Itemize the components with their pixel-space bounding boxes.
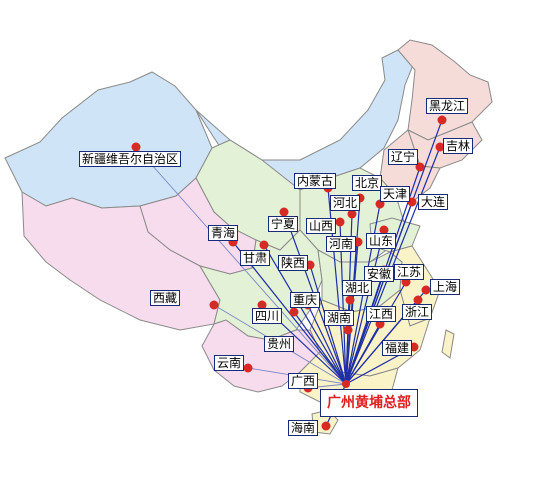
region-heilongjiang (397, 39, 493, 141)
route-line-gansu (263, 244, 347, 385)
label-gansu: 甘肃 (240, 250, 271, 266)
headquarters-dot (342, 380, 350, 388)
city-dot-xinjiang (131, 142, 141, 152)
label-tianjin: 天津 (380, 186, 411, 202)
city-dot-xizang (209, 300, 219, 310)
label-heilongjiang: 黑龙江 (426, 98, 469, 114)
city-dot-gansu (259, 240, 269, 250)
label-xinjiang: 新疆维吾尔自治区 (79, 151, 182, 167)
label-dalian: 大连 (418, 194, 449, 210)
label-guizhou: 贵州 (264, 336, 295, 352)
label-hubei: 湖北 (342, 280, 373, 296)
label-sichuan: 四川 (252, 308, 283, 324)
city-dot-hunan (343, 325, 353, 335)
city-dot-guizhou (289, 307, 299, 317)
route-line-dalian (345, 201, 413, 385)
region-layer (4, 39, 493, 435)
label-anhui: 安徽 (364, 266, 395, 282)
label-yunnan: 云南 (214, 355, 245, 371)
label-liaoning: 辽宁 (388, 149, 419, 165)
city-dot-shanxi (335, 217, 345, 227)
label-guangxi: 广西 (288, 373, 319, 389)
route-line-chongqing (307, 304, 347, 385)
route-line-jiangxi (345, 323, 381, 385)
route-line-jilin (345, 146, 441, 385)
city-dot-sichuan (257, 300, 267, 310)
region-taiwan (441, 329, 455, 359)
label-shaanxi: 陕西 (278, 255, 309, 271)
label-chongqing: 重庆 (290, 292, 321, 308)
region-xinjiang (4, 71, 213, 209)
route-line-anhui (345, 269, 385, 385)
city-dot-shanghai (421, 285, 431, 295)
label-neimenggu: 内蒙古 (294, 173, 337, 189)
city-dot-jilin (435, 142, 445, 152)
label-henan: 河南 (326, 236, 357, 252)
city-dot-hebei (347, 209, 357, 219)
label-shanxi: 山西 (306, 218, 337, 234)
city-dot-yunnan (243, 363, 253, 373)
label-shandong: 山东 (366, 233, 397, 249)
label-jiangxi: 江西 (366, 306, 397, 322)
label-zhejiang: 浙江 (402, 304, 433, 320)
label-hebei: 河北 (330, 195, 361, 211)
label-jiangsu: 江苏 (394, 264, 425, 280)
label-ningxia: 宁夏 (268, 216, 299, 232)
label-qinghai: 青海 (208, 225, 239, 241)
city-dot-hubei (345, 295, 355, 305)
label-beijing: 北京 (352, 175, 383, 191)
route-line-hunan (345, 329, 349, 385)
city-dot-ningxia (279, 207, 289, 217)
label-xizang: 西藏 (150, 290, 181, 306)
city-dot-shandong (379, 225, 389, 235)
headquarters-label: 广州黄埔总部 (320, 389, 418, 417)
route-line-shandong (345, 229, 385, 385)
label-hainan: 海南 (288, 420, 319, 436)
label-shanghai: 上海 (430, 279, 461, 295)
label-jilin: 吉林 (443, 138, 474, 154)
city-dot-heilongjiang (437, 115, 447, 125)
city-dot-zhejiang (413, 295, 423, 305)
label-fujian: 福建 (382, 340, 413, 356)
route-line-guizhou (293, 311, 347, 385)
city-dot-hainan (321, 421, 331, 431)
label-hunan: 湖南 (324, 310, 355, 326)
